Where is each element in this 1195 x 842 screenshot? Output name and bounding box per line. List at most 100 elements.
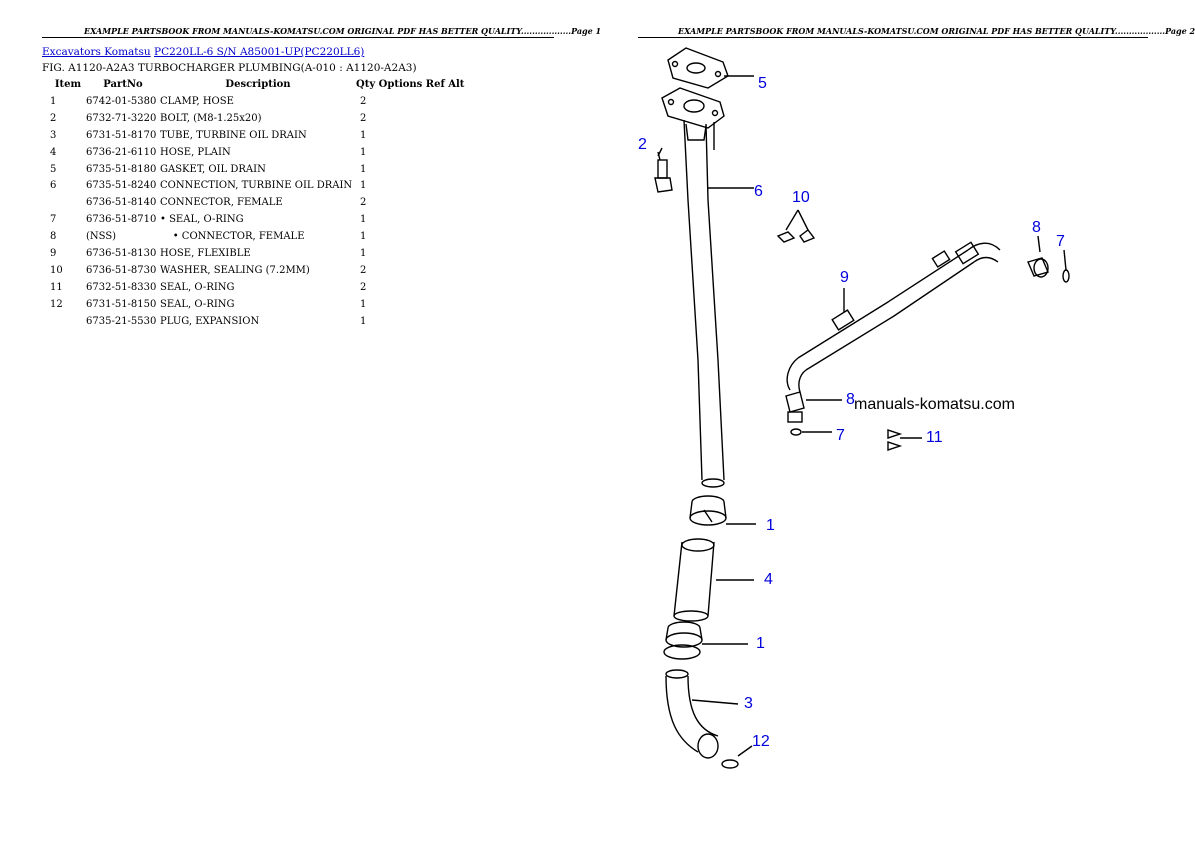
hose-clamp-upper [689, 510, 727, 526]
flange-part [661, 87, 725, 129]
cell-partno: 6732-51-8330 [86, 281, 157, 293]
cell-item: 2 [50, 112, 57, 124]
callout-number: 11 [926, 429, 943, 446]
col-item: Item [54, 79, 82, 90]
callout-number: 1 [756, 635, 765, 652]
cell-qty: 1 [360, 146, 367, 158]
cell-partno: 6731-51-8170 [86, 129, 157, 141]
page1-header-rule [42, 37, 554, 38]
cell-qty: 2 [360, 197, 367, 209]
bolt-part [657, 159, 668, 179]
drain-tube [683, 119, 703, 481]
o-ring-seal [887, 429, 903, 439]
cell-qty: 2 [360, 264, 367, 276]
col-qty: Qty Options Ref Alt [356, 79, 465, 90]
cell-item: 10 [50, 264, 63, 276]
watermark-text: manuals-komatsu.com [854, 396, 1015, 413]
cell-description: GASKET, OIL DRAIN [160, 163, 266, 175]
cell-qty: 2 [360, 281, 367, 293]
callout-number: 6 [754, 183, 763, 200]
cell-qty: 1 [360, 129, 367, 141]
parts-table: Item PartNo Description Qty Options Ref … [42, 76, 470, 329]
cell-qty: 1 [360, 180, 367, 192]
cell-qty: 1 [360, 214, 367, 226]
cell-item [42, 313, 86, 330]
breadcrumb-link-excavators[interactable]: Excavators Komatsu [42, 46, 151, 58]
cell-item: 7 [50, 214, 57, 226]
cell-description: SEAL, O-RING [160, 281, 235, 293]
page2-header: EXAMPLE PARTSBOOK FROM MANUALS-KOMATSU.C… [678, 26, 1195, 36]
callout-number: 4 [764, 571, 773, 588]
cell-partno: 6735-51-8180 [86, 163, 157, 175]
cell-item: 4 [50, 146, 57, 158]
cell-item: 9 [50, 247, 57, 259]
callout-number: 8 [1032, 219, 1041, 236]
cell-description: CONNECTION, TURBINE OIL DRAIN [160, 180, 353, 192]
callout-number: 1 [766, 517, 775, 534]
cell-partno: 6742-01-5380 [86, 95, 157, 107]
cell-qty: 1 [360, 247, 367, 259]
cell-item: 11 [50, 281, 63, 293]
callout-number: 7 [836, 427, 845, 444]
page2-header-rule [638, 37, 1148, 38]
plain-hose [673, 541, 715, 617]
cell-partno: 6736-51-8140 [86, 197, 157, 209]
cell-qty: 1 [360, 298, 367, 310]
cell-description: BOLT, (M8-1.25x20) [160, 112, 262, 124]
cell-description: HOSE, FLEXIBLE [160, 247, 251, 259]
cell-partno: 6736-21-6110 [86, 146, 157, 158]
callout-number: 3 [744, 695, 753, 712]
cell-qty: 2 [360, 95, 367, 107]
cell-item: 3 [50, 129, 57, 141]
cell-partno: 6736-51-8730 [86, 264, 157, 276]
cell-qty: 1 [360, 315, 367, 327]
breadcrumb: Excavators Komatsu PC220LL-6 S/N A85001-… [42, 46, 364, 58]
callout-number: 12 [752, 733, 770, 750]
washer-part [776, 231, 796, 243]
cell-partno: 6731-51-8150 [86, 298, 157, 310]
callout-number: 10 [792, 189, 810, 206]
callout-number: 8 [846, 391, 855, 408]
callout-number: 9 [840, 269, 849, 286]
cell-description: • SEAL, O-RING [160, 214, 244, 226]
cell-qty: 1 [360, 231, 367, 243]
callout-number: 5 [758, 75, 767, 92]
cell-item: 12 [50, 298, 63, 310]
seal-part [721, 759, 739, 769]
breadcrumb-link-model[interactable]: PC220LL-6 S/N A85001-UP(PC220LL6) [154, 46, 365, 58]
cell-partno: 6735-21-5530 [86, 315, 157, 327]
connector-lower [785, 391, 805, 413]
cell-item: 5 [50, 163, 57, 175]
callout-number: 2 [638, 136, 647, 153]
cell-partno: (NSS) [86, 231, 117, 243]
page1-header: EXAMPLE PARTSBOOK FROM MANUALS-KOMATSU.C… [84, 26, 602, 36]
callout-number: 7 [1056, 233, 1065, 250]
parts-table-header: Item PartNo Description Qty Options Ref … [42, 76, 470, 93]
cell-partno: 6735-51-8240 [86, 180, 157, 192]
cell-description: WASHER, SEALING (7.2MM) [160, 264, 310, 276]
col-description: Description [225, 79, 291, 90]
cell-description: • CONNECTOR, FEMALE [160, 231, 305, 243]
cell-description: CLAMP, HOSE [160, 95, 234, 107]
cell-qty: 2 [360, 112, 367, 124]
cell-description: CONNECTOR, FEMALE [160, 197, 283, 209]
gasket-part [667, 47, 729, 89]
cell-item [42, 194, 86, 211]
cell-description: HOSE, PLAIN [160, 146, 231, 158]
col-partno: PartNo [103, 79, 143, 90]
flexible-hose [797, 249, 975, 371]
cell-partno: 6732-71-3220 [86, 112, 157, 124]
cell-description: SEAL, O-RING [160, 298, 235, 310]
